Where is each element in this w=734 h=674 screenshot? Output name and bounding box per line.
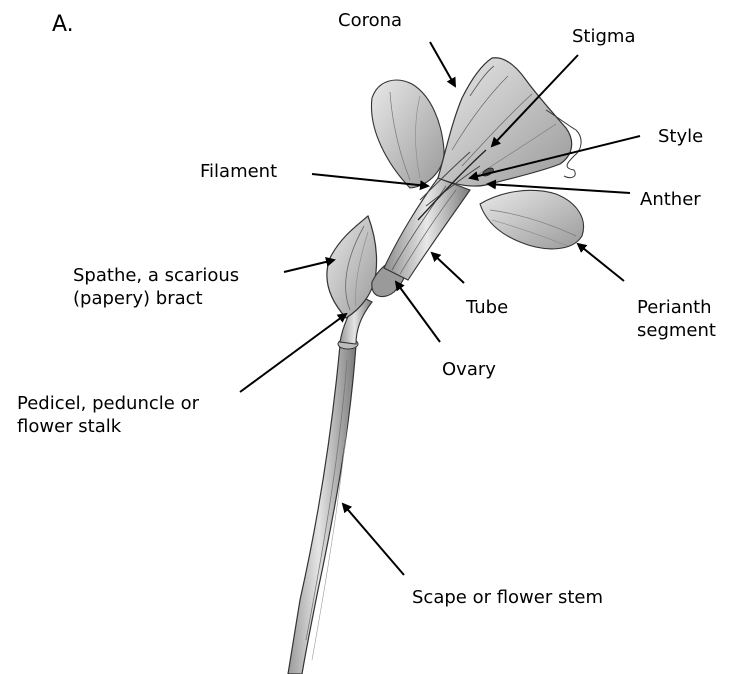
label-stigma: Stigma [572,25,635,48]
arrow-scape [343,504,404,575]
perianth-segment-right [480,190,584,249]
arrow-corona [430,42,455,86]
arrow-perianth [578,244,624,281]
arrow-ovary [396,282,440,342]
corona [438,58,572,186]
label-perianth-segment: Perianth segment [637,296,716,342]
leader-arrows [240,42,640,575]
arrow-spathe [284,260,334,272]
label-pedicel: Pedicel, peduncle or flower stalk [17,392,199,438]
arrow-anther [488,184,630,193]
label-ovary: Ovary [442,358,496,381]
arrow-tube [432,253,464,283]
arrow-pedicel [240,314,346,392]
scape-stem [288,345,356,674]
label-tube: Tube [466,296,508,319]
panel-letter: A. [52,12,74,38]
label-scape: Scape or flower stem [412,586,603,609]
label-anther: Anther [640,188,701,211]
label-style: Style [658,125,703,148]
label-spathe: Spathe, a scarious (papery) bract [73,264,239,310]
label-filament: Filament [200,160,277,183]
perianth-back-upper [371,80,444,188]
label-corona: Corona [338,9,402,32]
